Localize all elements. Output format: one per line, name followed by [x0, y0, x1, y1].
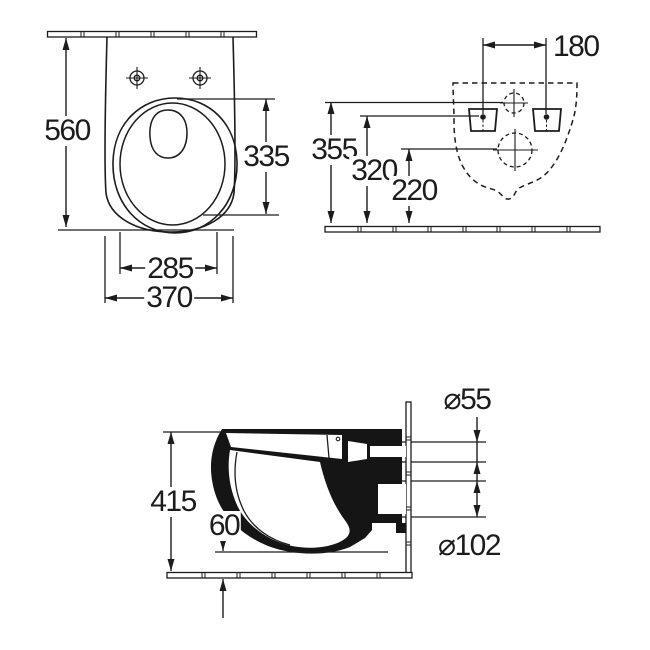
wall-ticks-side — [406, 436, 411, 546]
dim-label-seat-length: 335 — [241, 140, 291, 173]
outlet-lip — [396, 523, 406, 533]
toilet-body-outline — [104, 36, 236, 233]
dim-60 — [215, 536, 388, 618]
fixing-hole-left — [126, 67, 148, 89]
mounting-pad-right — [532, 108, 562, 133]
water-surface-outline — [149, 109, 188, 159]
seat-hinge-dot — [335, 436, 341, 442]
dim-label-flush-height: 355 — [309, 133, 359, 166]
dim-label-overall-depth: 560 — [42, 114, 92, 147]
body-hidden-outline — [452, 82, 578, 200]
dim-180 — [482, 38, 547, 114]
flush-socket-white — [348, 441, 367, 462]
mounting-pad-left — [468, 108, 498, 133]
floor-ticks-side — [201, 572, 381, 578]
wall-section-bar-side — [405, 401, 412, 578]
seat-band-interior — [226, 433, 342, 459]
flush-pipe-white — [370, 446, 406, 457]
dim-label-seat-width: 285 — [145, 252, 195, 285]
outlet-hole-symbol — [493, 129, 538, 171]
side-view — [163, 401, 486, 618]
floor-section-bar-side — [166, 571, 413, 579]
dim-label-overall-height: 415 — [148, 485, 198, 518]
outlet-pipe-white — [378, 484, 406, 514]
dim-label-bottom-clearance: 60 — [206, 509, 242, 542]
pipe-reference-lines — [362, 441, 486, 518]
seat-outer-ring — [112, 97, 238, 234]
dim-label-bolt-spacing: 180 — [551, 30, 601, 63]
dim-label-flush-diameter: ⌀55 — [441, 383, 493, 416]
flush-hole-symbol — [500, 89, 528, 117]
seat-inner-ring — [119, 102, 226, 226]
dim-diameters — [473, 417, 481, 517]
bowl-inner-line — [234, 451, 291, 546]
dim-label-outlet-height: 220 — [389, 174, 439, 207]
fixing-hole-right — [189, 67, 211, 89]
bowl-interior — [228, 450, 350, 548]
wall-section-ticks — [80, 31, 225, 37]
rear-view — [324, 38, 601, 233]
dim-label-outlet-diameter: ⌀102 — [435, 529, 503, 562]
wall-section-bar — [46, 30, 258, 38]
seat-band-divider — [326, 434, 330, 459]
floor-section-ticks — [357, 226, 571, 232]
reference-lines — [325, 101, 503, 150]
dim-label-overall-width: 370 — [144, 281, 194, 314]
